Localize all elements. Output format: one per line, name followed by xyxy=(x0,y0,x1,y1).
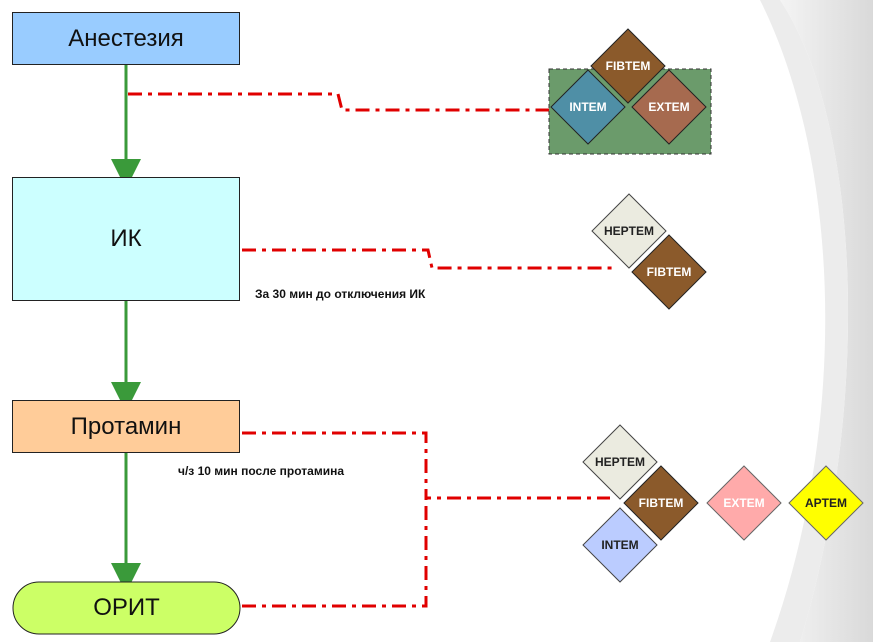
diamond-group3-heptem: HEPTEM xyxy=(582,424,658,500)
connector-ik xyxy=(242,248,614,270)
step-ik-label: ИК xyxy=(110,225,142,252)
diamond-group1-intem: INTEM xyxy=(550,69,626,145)
connector-anesthesia xyxy=(128,92,550,112)
protamine-timing-note: ч/з 10 мин после протамина xyxy=(178,464,345,478)
diamond-label: EXTEM xyxy=(648,100,689,114)
diamond-group1-fibtem: FIBTEM xyxy=(590,28,666,104)
connector-protamine xyxy=(242,431,610,500)
diamond-label: INTEM xyxy=(569,100,606,114)
step-protamine-label: Протамин xyxy=(70,412,182,440)
diamond-label: INTEM xyxy=(601,538,638,552)
diamond-group3-intem: INTEM xyxy=(582,507,658,583)
diamond-group3-fibtem: FIBTEM xyxy=(623,465,699,541)
connector-orit xyxy=(242,498,428,608)
diamond-label: FIBTEM xyxy=(647,265,692,279)
step-ik: ИК xyxy=(12,177,240,301)
step-orit: ОРИТ xyxy=(13,582,240,634)
diamond-group3-aptem: APTEM xyxy=(788,465,864,541)
background-swoosh xyxy=(780,0,873,642)
diamond-label: HEPTEM xyxy=(604,224,654,238)
diamond-group2-heptem: HEPTEM xyxy=(591,193,667,269)
diamond-label: EXTEM xyxy=(723,496,764,510)
ik-timing-note: За 30 мин до отключения ИК xyxy=(255,287,426,301)
step-orit-label: ОРИТ xyxy=(93,594,160,621)
diamond-group1-extem: EXTEM xyxy=(631,69,707,145)
diamond-label: HEPTEM xyxy=(595,455,645,469)
step-anesthesia: Анестезия xyxy=(12,12,240,65)
step-protamine: Протамин xyxy=(12,400,240,453)
step-anesthesia-label: Анестезия xyxy=(68,24,184,52)
diamond-label: FIBTEM xyxy=(639,496,684,510)
diamond-label: APTEM xyxy=(805,496,847,510)
diamond-label: FIBTEM xyxy=(606,59,651,73)
diamond-group2-fibtem: FIBTEM xyxy=(631,234,707,310)
orit-shape xyxy=(12,581,241,635)
diamond-group3-extem: EXTEM xyxy=(706,465,782,541)
